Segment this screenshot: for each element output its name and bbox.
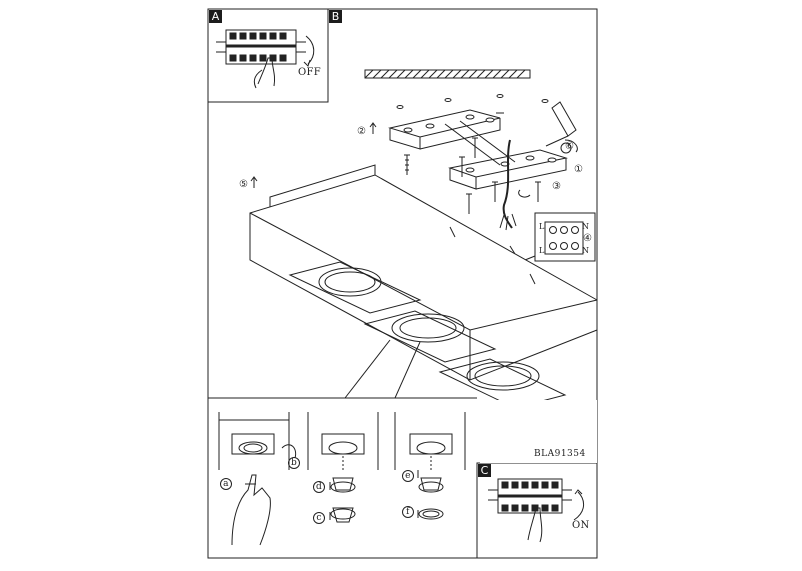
step-c-marker: c [313,512,325,524]
detail-step-ef [394,412,466,520]
step-3-marker: ③ [552,181,562,192]
step-d-marker: d [313,481,325,493]
light-fixture [249,164,598,409]
terminal-l-top: L [539,222,545,231]
step-2-marker: ② [357,126,367,137]
ceiling-hatch [364,69,531,79]
detail-step-ab [218,412,297,546]
page-frame [207,8,598,559]
step-4-marker: ④ [583,233,593,244]
panel-b-tag: B [329,10,342,23]
detail-step-cd [307,412,379,523]
step-5-marker: ⑤ [239,179,249,190]
panel-a-box [207,8,329,103]
off-label: OFF [298,67,321,78]
on-label: ON [572,520,590,531]
panel-c-tag: C [478,464,491,477]
step-a-marker: a [220,478,232,490]
step-b-marker: b [288,457,300,469]
terminal-l-bottom: L [539,246,545,255]
model-code: BLA91354 [534,449,586,459]
terminal-n-top: N [582,222,590,231]
breaker-panel-a [216,29,315,89]
mounting-bracket [388,94,578,231]
screw-group [404,112,541,214]
step-f-marker: f [402,506,414,518]
step-6-marker: ⑥ [565,141,575,152]
step-e-marker: e [402,470,414,482]
step-1-marker: ① [574,164,584,175]
terminal-block [509,212,596,263]
panel-a-tag: A [209,10,222,23]
breaker-panel-c [488,478,584,543]
terminal-n-bottom: N [582,246,590,255]
